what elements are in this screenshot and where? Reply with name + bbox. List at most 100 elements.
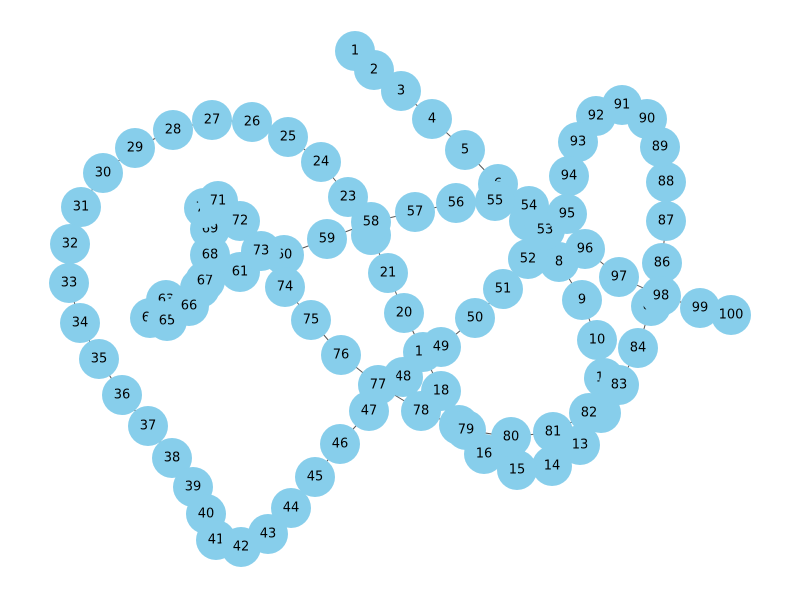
node-label: 93	[570, 135, 587, 150]
node-84: 84	[618, 328, 658, 368]
node-circle	[436, 183, 476, 223]
node-label: 71	[210, 194, 227, 209]
node-label: 73	[253, 244, 270, 259]
node-label: 79	[458, 423, 475, 438]
node-56: 56	[436, 183, 476, 223]
node-circle	[152, 438, 192, 478]
node-circle	[301, 142, 341, 182]
node-73: 73	[241, 231, 281, 271]
node-49: 49	[421, 327, 461, 367]
node-label: 95	[559, 207, 576, 222]
node-label: 45	[307, 470, 324, 485]
node-label: 91	[614, 98, 631, 113]
node-25: 25	[268, 117, 308, 157]
node-circle	[562, 280, 602, 320]
node-label: 47	[361, 404, 378, 419]
node-36: 36	[102, 375, 142, 415]
node-circle	[291, 300, 331, 340]
node-label: 92	[588, 109, 605, 124]
node-label: 28	[165, 123, 182, 138]
node-label: 88	[658, 175, 675, 190]
node-circle	[295, 457, 335, 497]
node-circle	[60, 303, 100, 343]
node-label: 72	[232, 214, 249, 229]
node-circle	[307, 219, 347, 259]
node-58: 58	[351, 202, 391, 242]
node-label: 48	[395, 370, 412, 385]
node-38: 38	[152, 438, 192, 478]
node-96: 96	[565, 229, 605, 269]
node-label: 97	[611, 270, 628, 285]
node-78: 78	[401, 391, 441, 431]
node-2: 2	[354, 50, 394, 90]
node-circle	[79, 339, 119, 379]
node-95: 95	[547, 194, 587, 234]
node-label: 83	[611, 378, 628, 393]
node-circle	[509, 186, 549, 226]
node-label: 53	[537, 223, 554, 238]
node-circle	[599, 257, 639, 297]
node-10: 10	[577, 320, 617, 360]
node-circle	[475, 181, 515, 221]
node-circle	[50, 224, 90, 264]
node-label: 10	[589, 333, 606, 348]
node-circle	[49, 263, 89, 303]
node-label: 13	[572, 438, 589, 453]
node-label: 87	[658, 214, 675, 229]
node-circle	[642, 243, 682, 283]
node-label: 3	[397, 84, 405, 99]
node-circle	[680, 288, 720, 328]
node-circle	[558, 122, 598, 162]
node-circle	[508, 239, 548, 279]
node-88: 88	[646, 162, 686, 202]
node-label: 27	[204, 113, 221, 128]
node-circle	[646, 162, 686, 202]
node-circle	[83, 153, 123, 193]
node-label: 33	[61, 276, 78, 291]
node-label: 35	[91, 352, 108, 367]
node-15: 15	[497, 450, 537, 490]
node-31: 31	[61, 187, 101, 227]
node-label: 81	[545, 425, 562, 440]
node-52: 52	[508, 239, 548, 279]
node-99: 99	[680, 288, 720, 328]
node-label: 58	[363, 215, 380, 230]
node-circle	[358, 365, 398, 405]
node-circle	[549, 156, 589, 196]
node-72: 72	[220, 201, 260, 241]
node-24: 24	[301, 142, 341, 182]
node-label: 38	[164, 451, 181, 466]
node-27: 27	[192, 100, 232, 140]
node-98: 98	[641, 276, 681, 316]
node-label: 49	[433, 340, 450, 355]
node-circle	[641, 276, 681, 316]
node-label: 61	[232, 265, 249, 280]
node-circle	[533, 412, 573, 452]
node-94: 94	[549, 156, 589, 196]
node-circle	[102, 375, 142, 415]
node-29: 29	[115, 128, 155, 168]
node-label: 99	[692, 301, 709, 316]
node-label: 46	[332, 437, 349, 452]
node-label: 41	[208, 533, 225, 548]
node-label: 56	[448, 196, 465, 211]
node-label: 68	[202, 248, 219, 263]
node-circle	[532, 446, 572, 486]
node-label: 42	[233, 540, 250, 555]
node-label: 54	[521, 199, 538, 214]
node-circle	[412, 99, 452, 139]
node-circle	[445, 130, 485, 170]
node-label: 89	[652, 140, 669, 155]
node-label: 76	[333, 348, 350, 363]
node-circle	[646, 201, 686, 241]
node-circle	[354, 50, 394, 90]
node-label: 4	[428, 112, 436, 127]
node-circle	[320, 424, 360, 464]
node-circle	[569, 393, 609, 433]
node-circle	[491, 417, 531, 457]
node-label: 30	[95, 166, 112, 181]
node-59: 59	[307, 219, 347, 259]
node-circle	[220, 201, 260, 241]
node-label: 16	[476, 447, 493, 462]
node-label: 52	[520, 252, 537, 267]
